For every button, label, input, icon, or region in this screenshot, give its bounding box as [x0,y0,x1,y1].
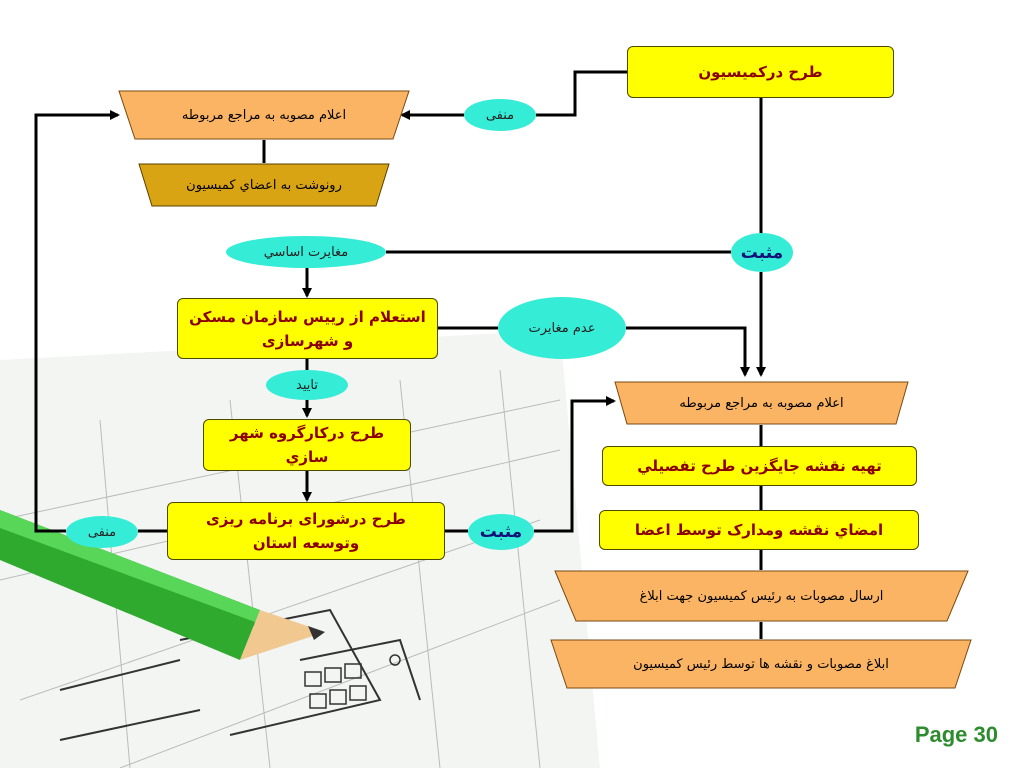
no-conflict-label: عدم مغایرت [528,320,596,336]
working-group-box[interactable]: طرح دركارگروه شهر سازي [203,419,411,471]
trapezoid-shape [550,639,972,689]
send-resolutions-box[interactable]: ارسال مصوبات به رئیس کمیسیون جهت ابلاغ [554,570,969,622]
positive-bottom-label: مثبت [479,522,523,542]
negative-bottom-label: منفی [87,524,117,540]
alt-detail-map-box[interactable]: تهيه نقشه جايگزين طرح تفصيلي [602,446,917,486]
province-council-label: طرح درشورای برنامه ریزی وتوسعه استان [206,510,406,552]
approval-oval[interactable]: تایید [266,370,348,400]
negative-top-oval[interactable]: منفی [464,99,536,131]
inquiry-label: استعلام از رییس سازمان مسکن و شهرسازی [189,307,426,350]
negative-bottom-oval[interactable]: منفی [66,516,138,548]
copy-members-label: رونوشت به اعضاي كميسيون [186,177,342,193]
basic-conflict-label: مغايرت اساسي [263,244,349,260]
send-resolutions-label: ارسال مصوبات به رئیس کمیسیون جهت ابلاغ [639,588,884,604]
announce-right-box[interactable]: اعلام مصوبه به مراجع مربوطه [614,381,909,425]
positive-mid-oval[interactable]: مثبت [731,233,793,272]
no-conflict-oval[interactable]: عدم مغایرت [498,297,626,359]
copy-members-box[interactable]: رونوشت به اعضاي كميسيون [138,163,390,207]
alt-detail-map-label: تهيه نقشه جايگزين طرح تفصيلي [637,457,882,475]
commission-plan-label: طرح درکمیسیون [698,63,823,81]
province-council-box[interactable]: طرح درشورای برنامه ریزی وتوسعه استان [167,502,445,560]
trapezoid-shape [118,90,410,140]
negative-top-label: منفی [485,107,515,123]
announce-right-label: اعلام مصوبه به مراجع مربوطه [679,395,844,411]
inquiry-box[interactable]: استعلام از رییس سازمان مسکن و شهرسازی [177,298,438,359]
basic-conflict-oval[interactable]: مغايرت اساسي [226,236,386,268]
trapezoid-shape [614,381,909,425]
trapezoid-shape [138,163,390,207]
positive-mid-label: مثبت [740,242,784,263]
sign-members-box[interactable]: امضاي نقشه ومدارک توسط اعضا [599,510,919,550]
commission-plan-box[interactable]: طرح درکمیسیون [627,46,894,98]
notify-resolutions-box[interactable]: ابلاغ مصوبات و نقشه ها توسط رئیس کمیسیون [550,639,972,689]
page-number: Page 30 [914,722,998,747]
trapezoid-shape [554,570,969,622]
working-group-label: طرح دركارگروه شهر سازي [229,424,385,466]
announce-top-label: اعلام مصوبه به مراجع مربوطه [181,107,347,123]
approval-label: تایید [296,377,318,393]
pencil-icon [0,510,325,660]
positive-bottom-oval[interactable]: مثبت [468,514,534,550]
announce-top-box[interactable]: اعلام مصوبه به مراجع مربوطه [118,90,410,140]
sign-members-label: امضاي نقشه ومدارک توسط اعضا [634,521,884,539]
notify-resolutions-label: ابلاغ مصوبات و نقشه ها توسط رئیس کمیسیون [633,656,889,672]
